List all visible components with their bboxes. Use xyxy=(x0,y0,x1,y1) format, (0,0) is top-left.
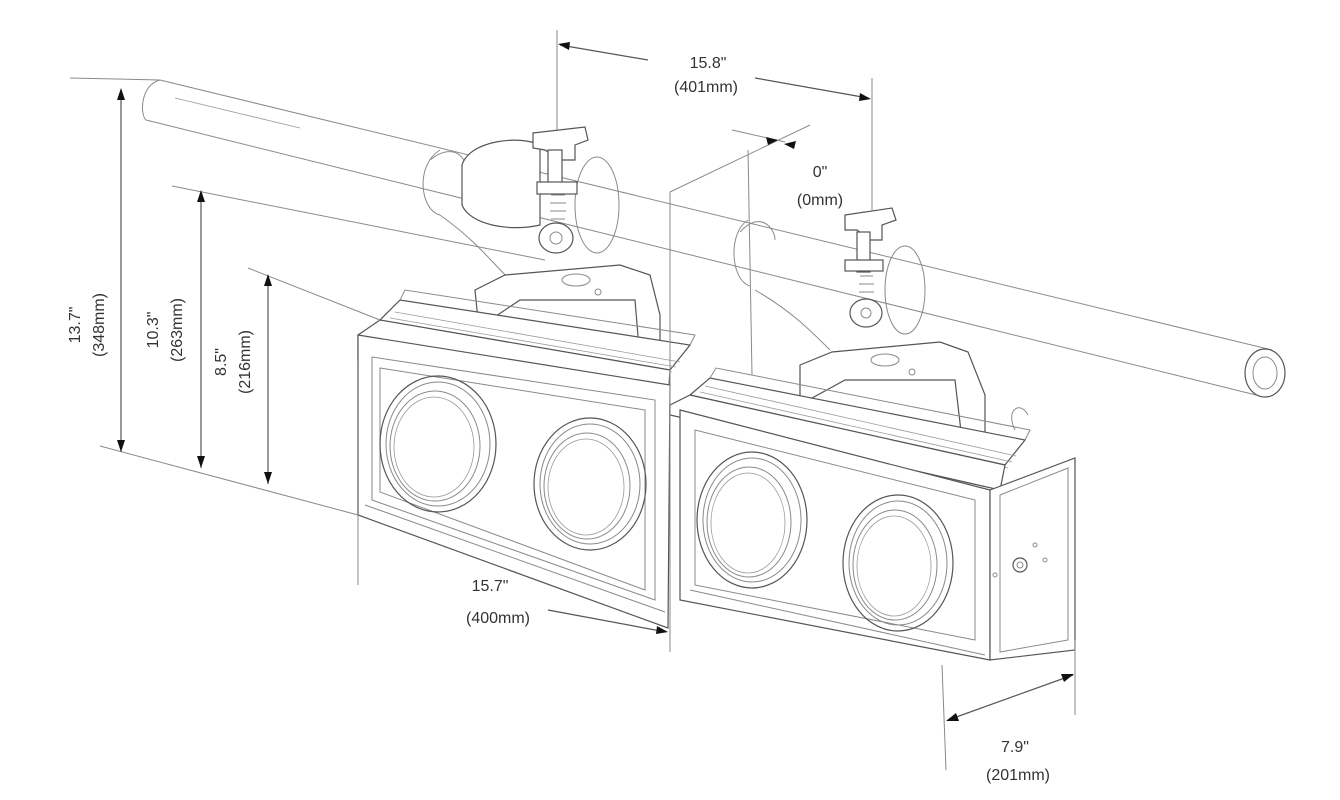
body-height-inches: 8.5" xyxy=(213,348,230,376)
fixture-unit-right xyxy=(669,367,1076,661)
clamp-height-inches: 10.3" xyxy=(145,312,162,349)
dimension-unit-width xyxy=(357,515,671,652)
dimension-gap xyxy=(669,124,811,640)
pipe xyxy=(142,79,1286,398)
body-height-mm: (216mm) xyxy=(237,330,254,394)
clamp-height-mm: (263mm) xyxy=(169,298,186,362)
dimension-overall-height xyxy=(69,77,359,516)
depth-mm: (201mm) xyxy=(986,767,1050,784)
clamp-spacing-mm: (401mm) xyxy=(674,79,738,96)
dimension-clamp-height xyxy=(171,185,546,468)
clamp-left xyxy=(422,126,661,361)
dimension-body-height xyxy=(247,267,381,484)
fixture-unit-left xyxy=(357,289,696,629)
dimension-depth xyxy=(941,640,1076,771)
overall-height-inches: 13.7" xyxy=(67,307,84,344)
unit-width-inches: 15.7" xyxy=(472,578,509,595)
clamp-spacing-inches: 15.8" xyxy=(690,55,727,72)
dimension-clamp-spacing xyxy=(556,30,873,210)
unit-width-mm: (400mm) xyxy=(466,610,530,627)
depth-inches: 7.9" xyxy=(1001,739,1029,756)
clamp-right xyxy=(733,207,986,441)
gap-inches: 0" xyxy=(813,164,828,181)
overall-height-mm: (348mm) xyxy=(91,293,108,357)
gap-mm: (0mm) xyxy=(797,192,843,209)
